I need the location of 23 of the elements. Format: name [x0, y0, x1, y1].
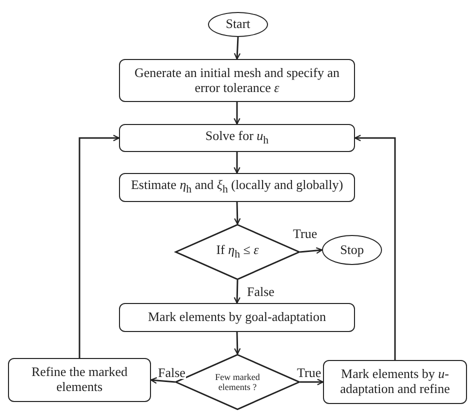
process-box: Generate an initial mesh and specify an error tolerance ε	[119, 59, 355, 102]
terminal-ellipse: Start	[208, 12, 268, 37]
arrow	[300, 378, 324, 386]
edge-label: False	[246, 285, 276, 298]
arrow	[78, 134, 120, 358]
edge-label: True	[292, 227, 318, 240]
process-box: Estimate η$_{h}$ and ξ$_{h}$ (locally and globally)	[119, 173, 355, 202]
process-box: Mark elements by goal-adaptation	[119, 303, 355, 332]
arrow	[234, 202, 241, 225]
edge-label: True	[296, 366, 322, 379]
process-box: Mark elements by u-adaptation and refine	[323, 360, 467, 404]
arrow	[234, 280, 240, 304]
arrow	[354, 134, 396, 360]
process-box: Solve for u$_{h}$	[119, 124, 355, 152]
arrow	[234, 36, 241, 60]
terminal-ellipse: Stop	[322, 235, 382, 265]
arrow	[150, 377, 176, 384]
arrow	[300, 247, 323, 254]
process-box: Refine the marked elements	[8, 358, 151, 402]
arrow	[234, 332, 241, 355]
arrow	[234, 102, 240, 125]
edge-label: False	[157, 366, 186, 379]
arrow	[234, 152, 240, 174]
